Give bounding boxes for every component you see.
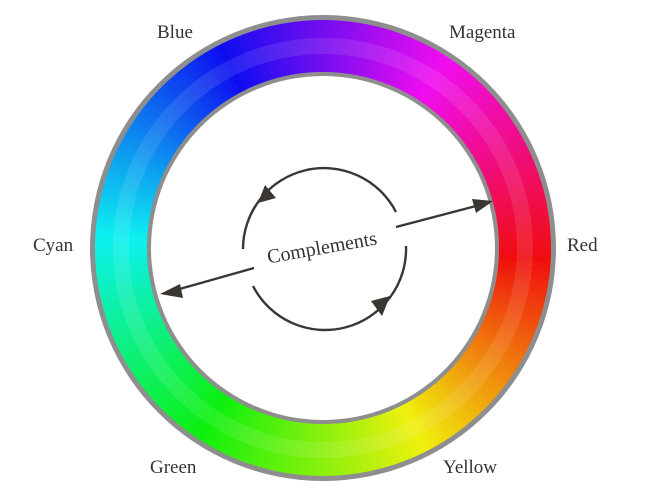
label-yellow: Yellow: [443, 457, 497, 478]
curved-arrow-top: [241, 166, 398, 250]
complement-arrow-right-head: [472, 199, 493, 213]
ring-center: [151, 76, 495, 420]
curved-arrow-top-head: [258, 185, 276, 203]
curved-arrow-bottom: [251, 245, 408, 332]
label-red: Red: [567, 235, 598, 256]
complement-arrow-left-shaft: [175, 266, 255, 292]
label-blue: Blue: [157, 22, 193, 43]
ring-highlight: [113, 38, 533, 458]
label-green: Green: [150, 457, 197, 478]
label-cyan: Cyan: [33, 235, 74, 256]
complement-arrow-right-shaft: [395, 204, 477, 229]
complement-arrow-left-head: [160, 284, 183, 298]
curved-arrow-bottom-head: [371, 296, 390, 316]
label-magenta: Magenta: [449, 22, 516, 43]
